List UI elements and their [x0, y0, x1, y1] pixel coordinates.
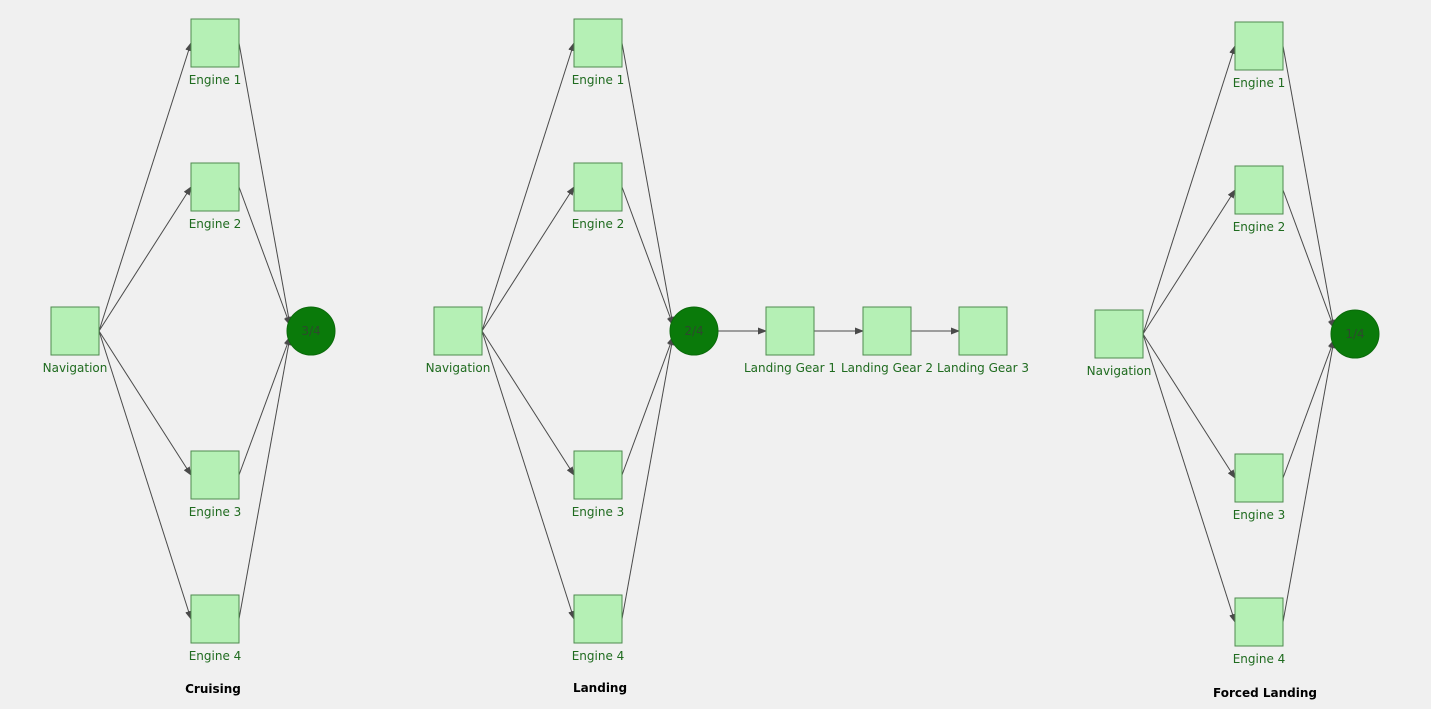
diagram-2-engine-1-node-label: Engine 1 — [572, 73, 625, 87]
diagram-3-vote-gate-circle — [1330, 309, 1380, 359]
diagram-2-landing-gear-2-node-label: Landing Gear 2 — [841, 361, 933, 375]
diagram-1-engine-1-node[interactable]: Engine 1 — [189, 18, 242, 87]
diagram-2-engine-2-node[interactable]: Engine 2 — [572, 162, 625, 231]
diagram-2-edge-engine-3-to-gate — [621, 336, 674, 476]
diagram-1-edge-engine-4-to-gate — [238, 336, 293, 620]
diagram-2-vote-gate-circle — [669, 306, 719, 356]
diagram-1-title: Cruising — [185, 682, 241, 696]
diagram-1-engine-1-node-label: Engine 1 — [189, 73, 242, 87]
diagram-2-landing-gear-1-node-box — [765, 306, 815, 356]
diagram-2-landing-gear-1-node[interactable]: Landing Gear 1 — [744, 306, 836, 375]
diagram-1-navigation-node-box — [50, 306, 100, 356]
diagram-2-engine-4-node[interactable]: Engine 4 — [572, 594, 625, 663]
diagram-2-engine-1-node[interactable]: Engine 1 — [572, 18, 625, 87]
diagram-1-engine-3-node-label: Engine 3 — [189, 505, 242, 519]
diagram-3-edge-nav-to-engine-4 — [1142, 333, 1236, 623]
diagram-2-vote-gate-label: 2/4 — [684, 324, 703, 338]
diagram-2-engine-3-node-box — [573, 450, 623, 500]
diagram-2-engine-2-node-label: Engine 2 — [572, 217, 625, 231]
diagram-3-edge-engine-4-to-gate — [1282, 339, 1337, 623]
diagram-3-engine-3-node-box — [1234, 453, 1284, 503]
diagram-1-engine-4-node-label: Engine 4 — [189, 649, 242, 663]
diagram-3-engine-1-node[interactable]: Engine 1 — [1233, 21, 1286, 90]
diagram-2-edge-nav-to-engine-4 — [481, 330, 575, 620]
diagram-3-engine-1-node-label: Engine 1 — [1233, 76, 1286, 90]
diagram-1-navigation-node[interactable]: Navigation — [43, 306, 108, 375]
diagram-1-edge-engine-2-to-gate — [238, 186, 291, 326]
diagram-2-navigation-node-label: Navigation — [426, 361, 491, 375]
diagram-2-landing-gear-3-node[interactable]: Landing Gear 3 — [937, 306, 1029, 375]
diagram-2-landing-gear-2-node-box — [862, 306, 912, 356]
diagram-1-engine-2-node-label: Engine 2 — [189, 217, 242, 231]
diagram-1-engine-4-node-box — [190, 594, 240, 644]
diagram-3-navigation-node-box — [1094, 309, 1144, 359]
diagram-3-edge-nav-to-engine-2 — [1142, 189, 1236, 335]
diagram-3-edge-engine-3-to-gate — [1282, 339, 1335, 479]
diagram-3-engine-2-node-label: Engine 2 — [1233, 220, 1286, 234]
diagram-2-edge-engine-1-to-gate — [621, 42, 676, 326]
diagram-2-engine-3-node-label: Engine 3 — [572, 505, 625, 519]
diagram-1-navigation-node-label: Navigation — [43, 361, 108, 375]
diagram-3-engine-4-node[interactable]: Engine 4 — [1233, 597, 1286, 666]
diagram-3-edge-nav-to-engine-1 — [1142, 45, 1236, 335]
diagram-3-edge-engine-2-to-gate — [1282, 189, 1335, 329]
diagram-3-edge-engine-1-to-gate — [1282, 45, 1337, 329]
diagram-2-landing-gear-3-node-label: Landing Gear 3 — [937, 361, 1029, 375]
diagram-1-vote-gate[interactable]: 3/4 — [286, 306, 336, 356]
diagram-3-navigation-node-label: Navigation — [1087, 364, 1152, 378]
diagram-2-engine-1-node-box — [573, 18, 623, 68]
diagram-2-edge-engine-2-to-gate — [621, 186, 674, 326]
diagram-3-engine-4-node-label: Engine 4 — [1233, 652, 1286, 666]
diagram-3-title: Forced Landing — [1213, 686, 1317, 700]
diagram-1-engine-3-node[interactable]: Engine 3 — [189, 450, 242, 519]
diagram-3-engine-4-node-box — [1234, 597, 1284, 647]
diagram-1-vote-gate-label: 3/4 — [301, 324, 320, 338]
diagram-2-navigation-node[interactable]: Navigation — [426, 306, 491, 375]
diagram-3-vote-gate[interactable]: 1/4 — [1330, 309, 1380, 359]
diagram-2-landing-gear-2-node[interactable]: Landing Gear 2 — [841, 306, 933, 375]
diagram-3-engine-3-node-label: Engine 3 — [1233, 508, 1286, 522]
diagram-3-engine-2-node-box — [1234, 165, 1284, 215]
diagram-3-edge-nav-to-engine-3 — [1142, 333, 1236, 479]
diagram-1-edge-nav-to-engine-1 — [98, 42, 192, 332]
diagram-1-vote-gate-circle — [286, 306, 336, 356]
diagram-1-edge-nav-to-engine-2 — [98, 186, 192, 332]
diagram-1-edge-engine-3-to-gate — [238, 336, 291, 476]
diagram-3-navigation-node[interactable]: Navigation — [1087, 309, 1152, 378]
diagram-2-navigation-node-box — [433, 306, 483, 356]
diagram-2-engine-4-node-label: Engine 4 — [572, 649, 625, 663]
diagram-2-edge-nav-to-engine-1 — [481, 42, 575, 332]
nodes-layer: Navigation Engine 1 Engine 2 Engine 3 Engine… — [43, 18, 1380, 700]
diagram-2-edge-nav-to-engine-3 — [481, 330, 575, 476]
diagram-2-edge-nav-to-engine-2 — [481, 186, 575, 332]
diagram-1-engine-2-node[interactable]: Engine 2 — [189, 162, 242, 231]
diagram-3-engine-3-node[interactable]: Engine 3 — [1233, 453, 1286, 522]
diagram-2-vote-gate[interactable]: 2/4 — [669, 306, 719, 356]
diagram-2-engine-3-node[interactable]: Engine 3 — [572, 450, 625, 519]
diagram-2-edge-engine-4-to-gate — [621, 336, 676, 620]
diagram-2-landing-gear-3-node-box — [958, 306, 1008, 356]
diagram-3-engine-2-node[interactable]: Engine 2 — [1233, 165, 1286, 234]
diagram-3-engine-1-node-box — [1234, 21, 1284, 71]
diagram-3-vote-gate-label: 1/4 — [1345, 327, 1364, 341]
diagram-1-engine-4-node[interactable]: Engine 4 — [189, 594, 242, 663]
edges-layer — [98, 42, 1337, 623]
diagram-1-engine-1-node-box — [190, 18, 240, 68]
diagram-1-edge-nav-to-engine-4 — [98, 330, 192, 620]
diagram-2-title: Landing — [573, 681, 627, 695]
diagram-2-engine-2-node-box — [573, 162, 623, 212]
diagram-1-engine-2-node-box — [190, 162, 240, 212]
diagram-2-landing-gear-1-node-label: Landing Gear 1 — [744, 361, 836, 375]
diagram-1-edge-nav-to-engine-3 — [98, 330, 192, 476]
diagram-1-engine-3-node-box — [190, 450, 240, 500]
diagram-1-edge-engine-1-to-gate — [238, 42, 293, 326]
diagram-2-engine-4-node-box — [573, 594, 623, 644]
